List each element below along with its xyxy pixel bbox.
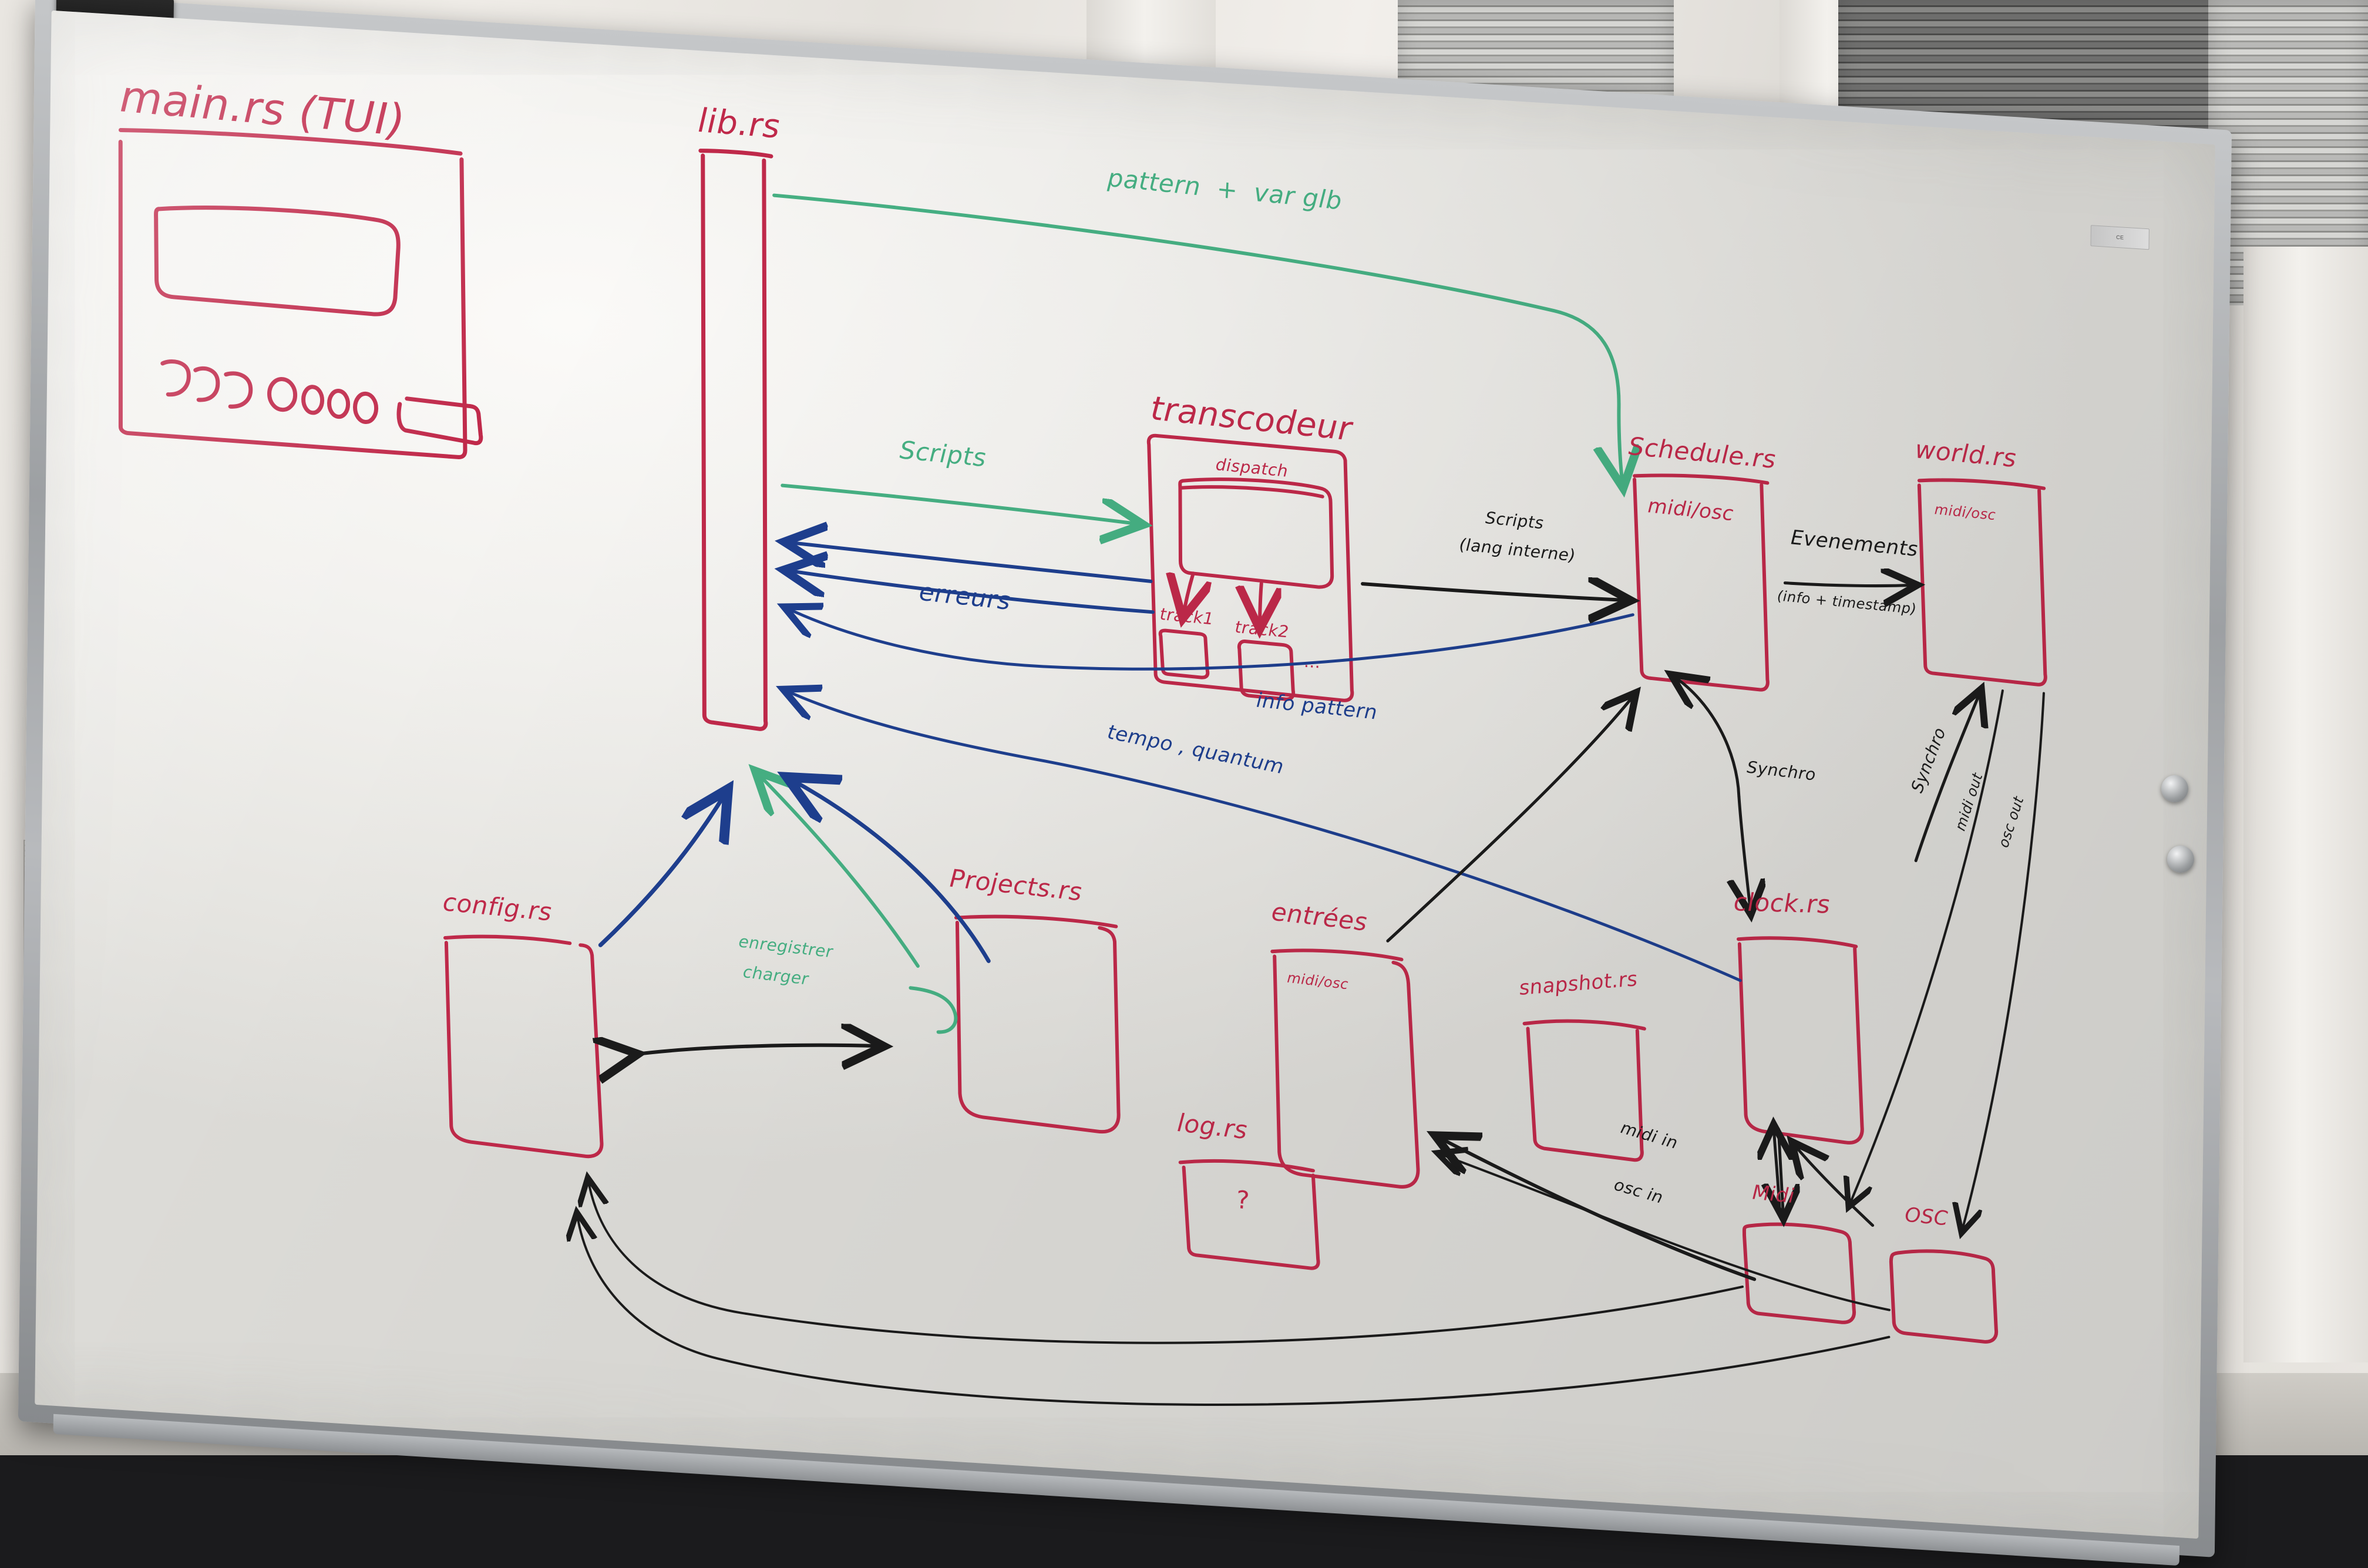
- whiteboard-photo-scene: CE: [0, 0, 2368, 1455]
- floor: [0, 1373, 2368, 1455]
- node-label-lib-rs: lib.rs: [697, 104, 780, 144]
- node-label-osc-box: OSC: [1905, 1205, 1949, 1230]
- node-label-clock-rs: clock.rs: [1733, 890, 1830, 917]
- window-blinds-left: [1398, 0, 1674, 258]
- wall-right-edge: [2243, 247, 2368, 1362]
- radiator: [23, 840, 114, 1171]
- node-label-track-ellipsis: ...: [1304, 654, 1321, 671]
- node-label-midi-box: Midi: [1752, 1182, 1795, 1207]
- wall-column-left: [1087, 0, 1216, 270]
- node-label-log-question: ?: [1236, 1187, 1251, 1214]
